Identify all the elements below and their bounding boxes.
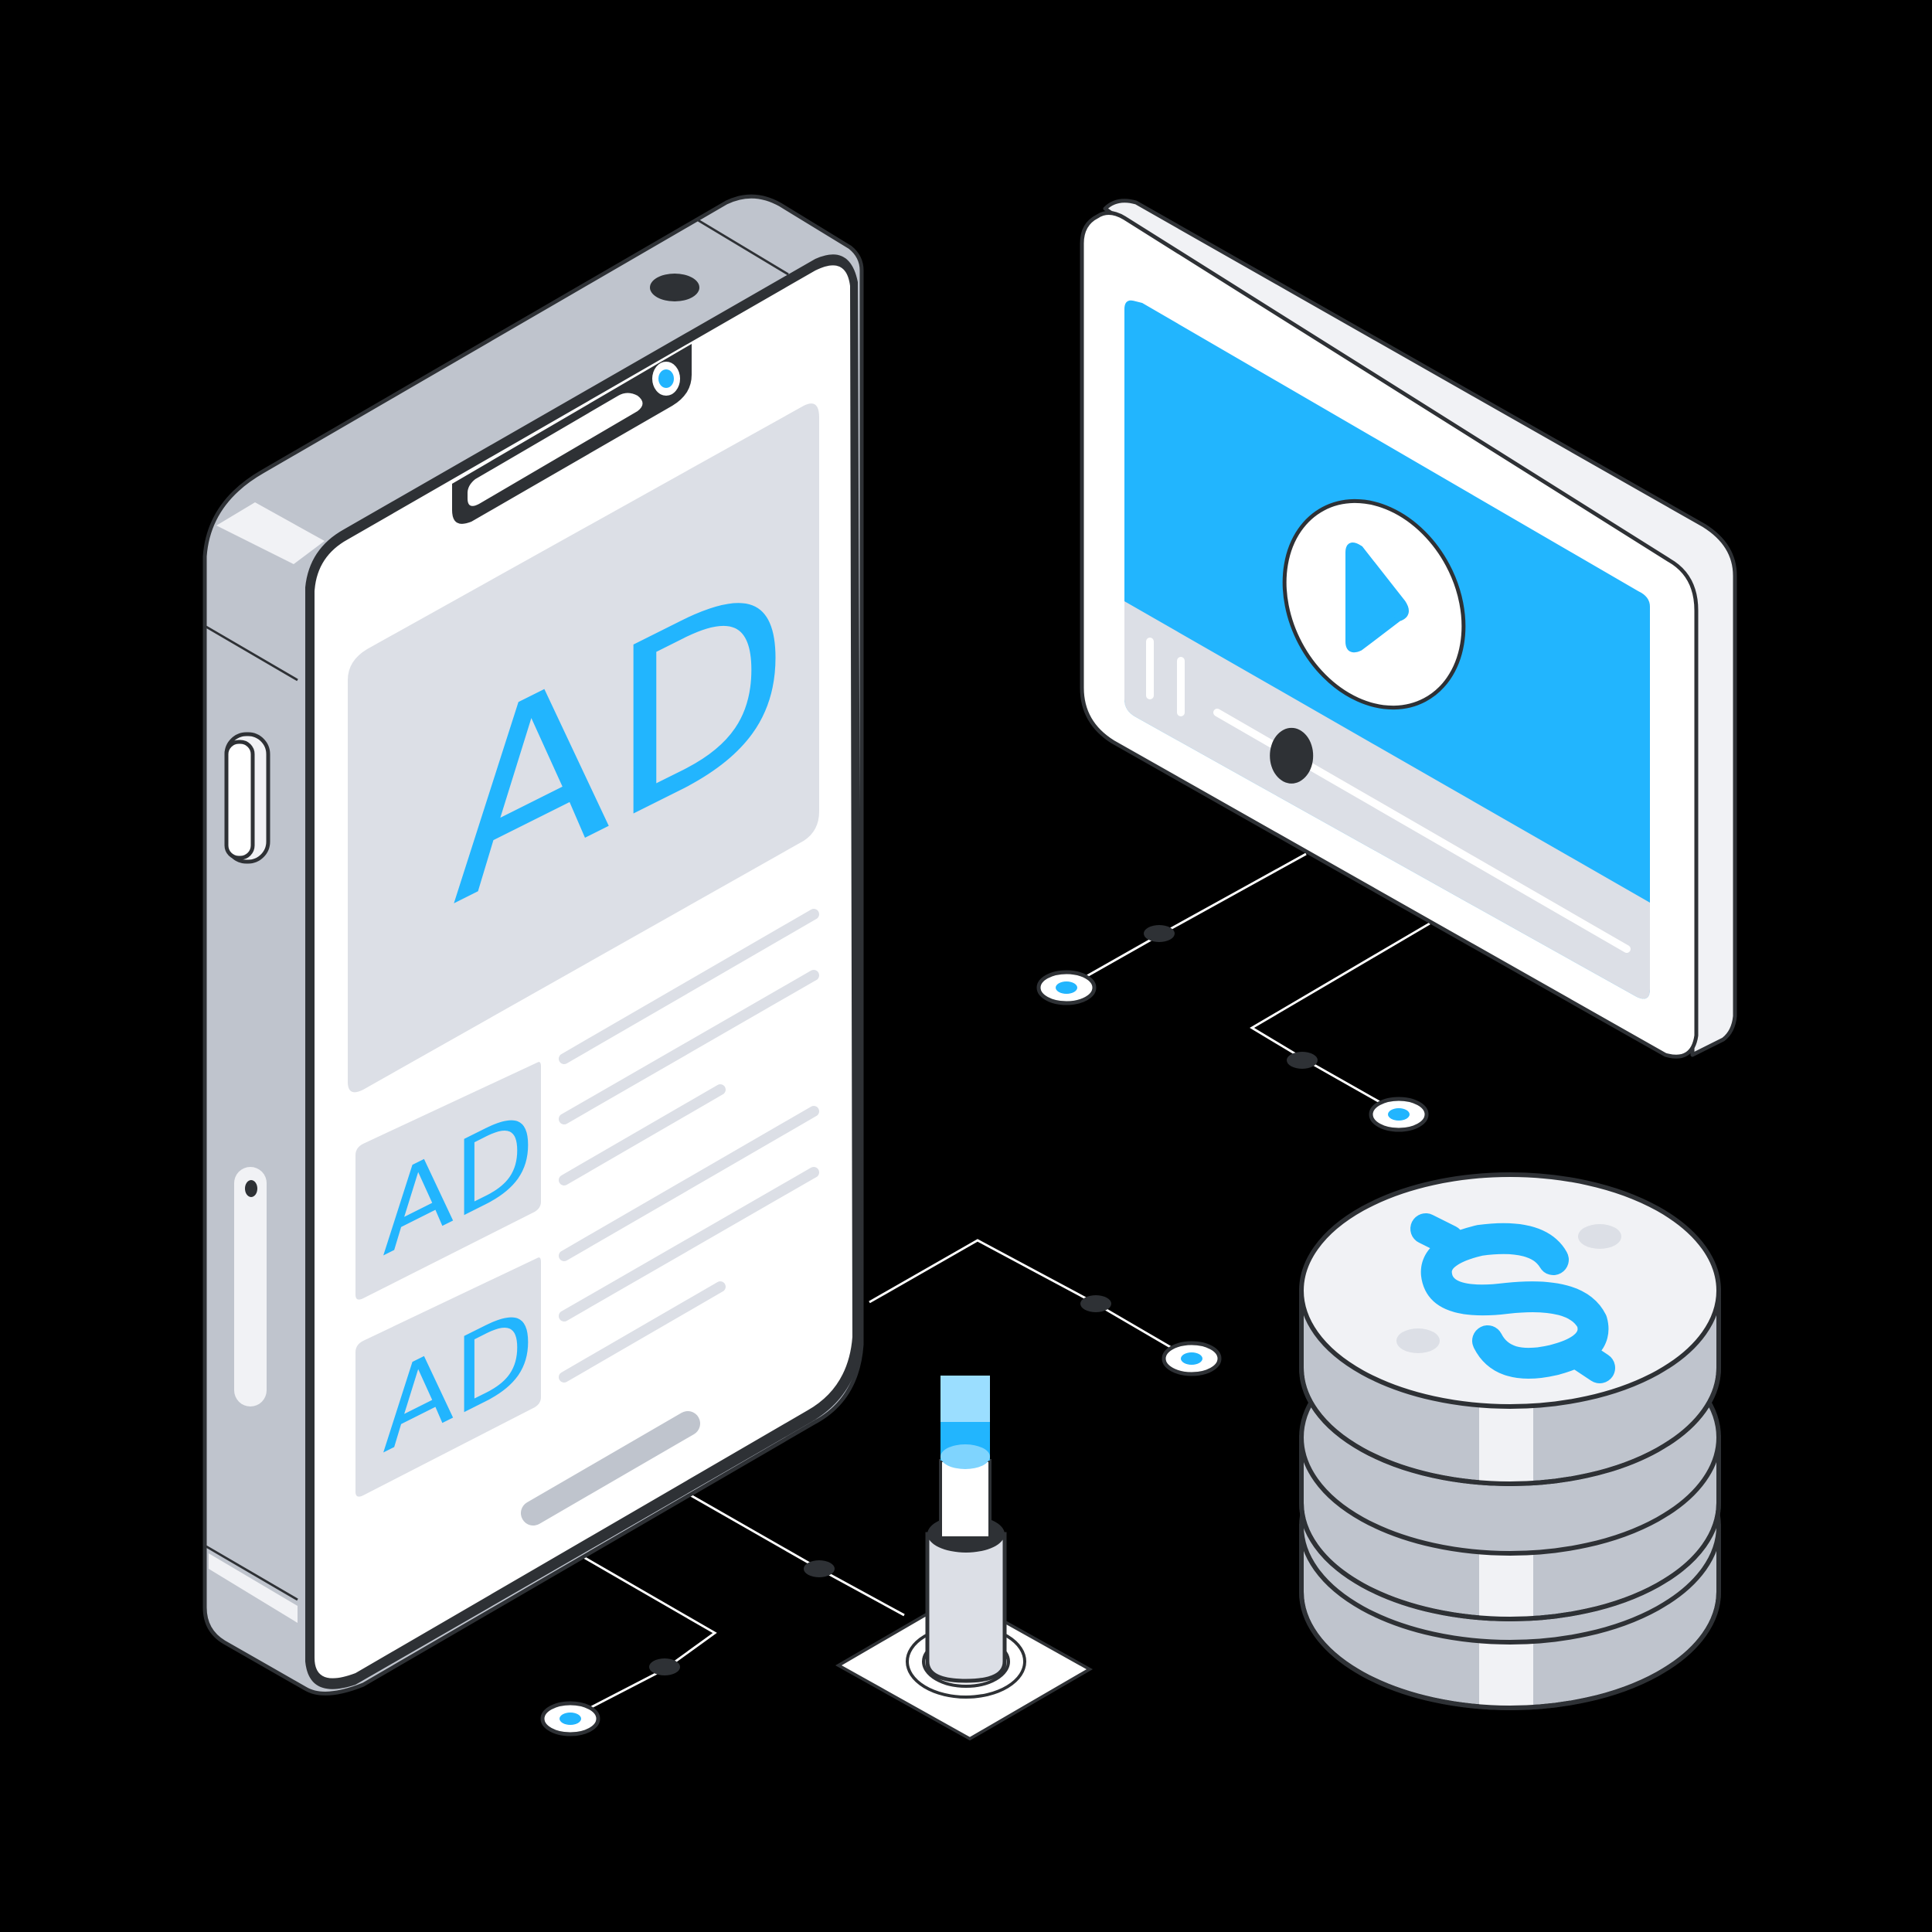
node-terminal xyxy=(1369,1097,1429,1132)
connector-phone-bottom-left xyxy=(571,1553,717,1719)
coin-sparkle xyxy=(1396,1328,1440,1353)
monitor-control-bar xyxy=(1124,601,1650,999)
rear-camera-dot xyxy=(650,274,699,301)
connector-monitor-left xyxy=(1066,852,1307,989)
monitor-side xyxy=(1103,199,1737,1057)
main-ad-banner xyxy=(348,403,819,1093)
node-dot xyxy=(1080,1295,1111,1312)
plug-body xyxy=(925,1532,1007,1683)
phone-side-button[interactable] xyxy=(224,732,270,864)
phone-left-highlight xyxy=(216,502,325,564)
coin-sparkle xyxy=(1578,1224,1621,1249)
node-dot xyxy=(1144,925,1175,942)
home-indicator[interactable] xyxy=(521,1411,700,1526)
phone-bottom-highlight xyxy=(209,1553,298,1623)
small-ad-2 xyxy=(355,1257,541,1497)
node-terminal xyxy=(540,1701,600,1736)
front-camera xyxy=(652,362,680,396)
node-dot xyxy=(1287,1052,1318,1069)
node-terminal xyxy=(1162,1341,1222,1376)
coin-stack xyxy=(1299,1172,1721,1710)
phone-speaker xyxy=(468,393,643,506)
connector-phone-bottom xyxy=(683,1490,905,1617)
text-placeholder-lines xyxy=(559,909,819,1383)
node-terminal xyxy=(1036,970,1097,1005)
connector-nodes xyxy=(540,925,1429,1736)
small-ad-1 xyxy=(355,1062,541,1300)
connector-phone-right xyxy=(869,1239,1191,1360)
connector-monitor-right xyxy=(1250,922,1430,1114)
dollar-icon xyxy=(1410,1213,1615,1383)
play-icon[interactable] xyxy=(1250,470,1498,740)
plug-connector-glow xyxy=(940,1376,990,1422)
video-monitor xyxy=(1080,199,1737,1059)
plug-connector xyxy=(939,1459,992,1539)
phone-bottom-edge xyxy=(204,1544,298,1601)
phone-side-slider[interactable] xyxy=(234,1167,267,1406)
video-progress-knob[interactable] xyxy=(1270,727,1314,784)
node-dot xyxy=(649,1658,680,1675)
smartphone: AD AD AD xyxy=(202,194,864,1696)
plug-connector-ring xyxy=(940,1444,990,1469)
charging-plug xyxy=(835,1376,1094,1741)
phone-top-edge xyxy=(695,217,789,276)
node-dot xyxy=(804,1560,835,1577)
phone-left-edge xyxy=(204,624,298,682)
